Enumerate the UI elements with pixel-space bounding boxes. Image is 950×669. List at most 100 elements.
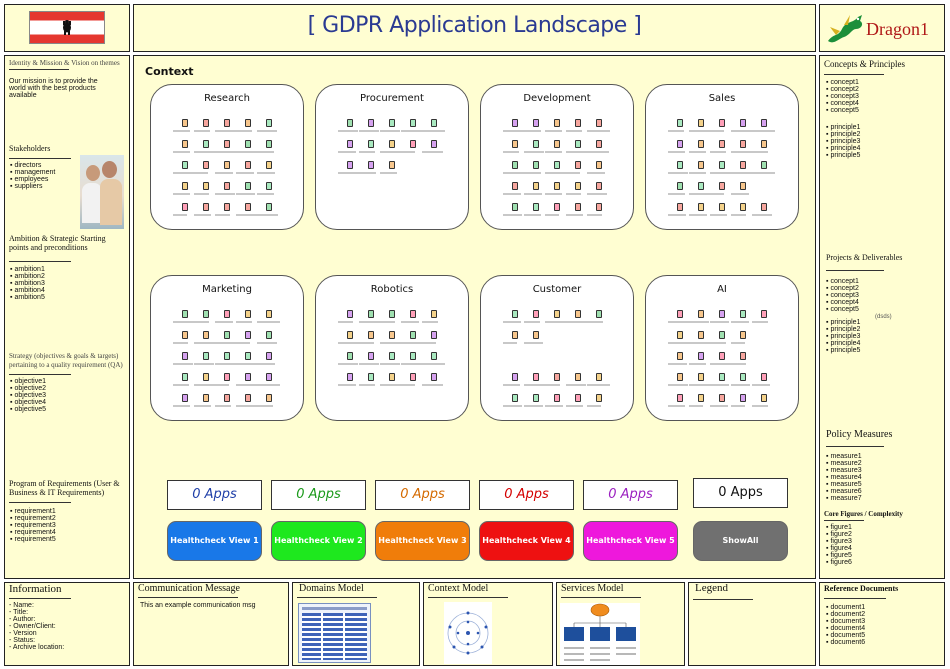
- application-item[interactable]: [380, 161, 404, 182]
- application-item[interactable]: [173, 373, 197, 394]
- application-item[interactable]: [731, 394, 755, 415]
- application-item[interactable]: [173, 140, 197, 161]
- application-item[interactable]: [752, 161, 776, 182]
- application-item[interactable]: [731, 352, 755, 373]
- application-item[interactable]: [524, 140, 548, 161]
- application-item[interactable]: [359, 140, 383, 161]
- domain-research[interactable]: Research: [150, 84, 304, 230]
- application-item[interactable]: [710, 394, 734, 415]
- application-item[interactable]: [503, 161, 527, 182]
- application-item[interactable]: [257, 394, 281, 415]
- application-item[interactable]: [173, 352, 197, 373]
- application-item[interactable]: [545, 140, 569, 161]
- application-item[interactable]: [587, 161, 611, 182]
- application-item[interactable]: [173, 119, 197, 140]
- application-item[interactable]: [215, 310, 239, 331]
- application-item[interactable]: [380, 373, 404, 394]
- application-item[interactable]: [752, 373, 776, 394]
- application-item[interactable]: [257, 119, 281, 140]
- application-item[interactable]: [194, 373, 218, 394]
- application-item[interactable]: [668, 140, 692, 161]
- application-item[interactable]: [215, 352, 239, 373]
- application-item[interactable]: [524, 161, 548, 182]
- application-item[interactable]: [380, 119, 404, 140]
- application-item[interactable]: [173, 310, 197, 331]
- application-item[interactable]: [545, 310, 569, 331]
- application-item[interactable]: [524, 373, 548, 394]
- application-item[interactable]: [194, 352, 218, 373]
- application-item[interactable]: [668, 203, 692, 224]
- application-item[interactable]: [338, 140, 362, 161]
- application-item[interactable]: [338, 331, 362, 352]
- domain-development[interactable]: Development: [480, 84, 634, 230]
- application-item[interactable]: [587, 373, 611, 394]
- domain-marketing[interactable]: Marketing: [150, 275, 304, 421]
- application-item[interactable]: [359, 352, 383, 373]
- application-item[interactable]: [566, 119, 590, 140]
- application-item[interactable]: [689, 140, 713, 161]
- application-item[interactable]: [566, 140, 590, 161]
- application-item[interactable]: [401, 373, 425, 394]
- application-item[interactable]: [731, 119, 755, 140]
- application-item[interactable]: [752, 310, 776, 331]
- domain-ai[interactable]: AI: [645, 275, 799, 421]
- healthcheck-view-3-button[interactable]: Healthcheck View 3: [375, 521, 470, 561]
- application-item[interactable]: [689, 373, 713, 394]
- application-item[interactable]: [380, 140, 404, 161]
- application-item[interactable]: [257, 182, 281, 203]
- application-item[interactable]: [587, 182, 611, 203]
- application-item[interactable]: [689, 119, 713, 140]
- application-item[interactable]: [401, 310, 425, 331]
- application-item[interactable]: [236, 352, 260, 373]
- application-item[interactable]: [401, 352, 425, 373]
- application-item[interactable]: [338, 310, 362, 331]
- application-item[interactable]: [752, 140, 776, 161]
- healthcheck-view-1-button[interactable]: Healthcheck View 1: [167, 521, 262, 561]
- application-item[interactable]: [524, 331, 548, 352]
- application-item[interactable]: [215, 119, 239, 140]
- application-item[interactable]: [380, 352, 404, 373]
- application-item[interactable]: [587, 203, 611, 224]
- application-item[interactable]: [545, 373, 569, 394]
- application-item[interactable]: [752, 394, 776, 415]
- application-item[interactable]: [380, 310, 404, 331]
- application-item[interactable]: [338, 161, 362, 182]
- application-item[interactable]: [173, 182, 197, 203]
- application-item[interactable]: [257, 161, 281, 182]
- application-item[interactable]: [215, 161, 239, 182]
- application-item[interactable]: [194, 331, 218, 352]
- application-item[interactable]: [338, 373, 362, 394]
- application-item[interactable]: [173, 203, 197, 224]
- application-item[interactable]: [194, 310, 218, 331]
- services-model-thumbnail[interactable]: [560, 603, 640, 665]
- application-item[interactable]: [194, 182, 218, 203]
- application-item[interactable]: [668, 373, 692, 394]
- application-item[interactable]: [215, 140, 239, 161]
- application-item[interactable]: [503, 373, 527, 394]
- application-item[interactable]: [503, 119, 527, 140]
- domain-sales[interactable]: Sales: [645, 84, 799, 230]
- application-item[interactable]: [422, 119, 446, 140]
- application-item[interactable]: [338, 119, 362, 140]
- application-item[interactable]: [566, 182, 590, 203]
- context-model-thumbnail[interactable]: [444, 602, 492, 664]
- application-item[interactable]: [731, 373, 755, 394]
- application-item[interactable]: [215, 182, 239, 203]
- application-item[interactable]: [689, 161, 713, 182]
- application-item[interactable]: [236, 203, 260, 224]
- application-item[interactable]: [710, 119, 734, 140]
- application-item[interactable]: [257, 352, 281, 373]
- application-item[interactable]: [524, 394, 548, 415]
- application-item[interactable]: [338, 352, 362, 373]
- application-item[interactable]: [668, 331, 692, 352]
- application-item[interactable]: [236, 394, 260, 415]
- application-item[interactable]: [710, 352, 734, 373]
- application-item[interactable]: [731, 331, 755, 352]
- application-item[interactable]: [731, 161, 755, 182]
- application-item[interactable]: [752, 119, 776, 140]
- application-item[interactable]: [710, 182, 734, 203]
- application-item[interactable]: [401, 331, 425, 352]
- application-item[interactable]: [524, 310, 548, 331]
- application-item[interactable]: [731, 203, 755, 224]
- application-item[interactable]: [422, 310, 446, 331]
